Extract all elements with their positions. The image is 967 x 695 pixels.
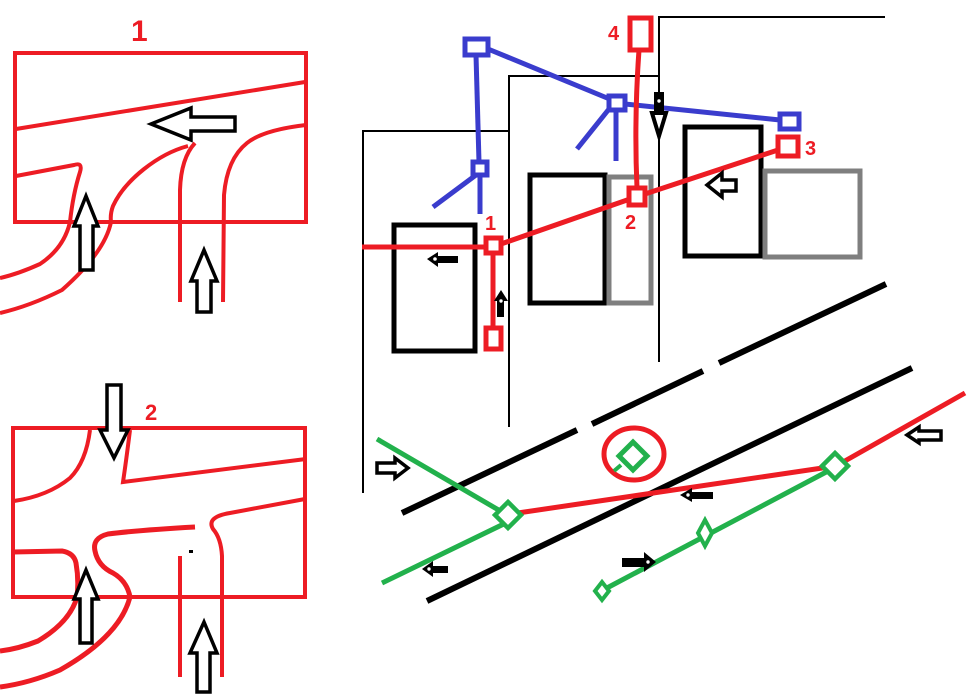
building-black-3 (682, 124, 764, 259)
diamond-marker-icon (695, 515, 715, 551)
diagram1-lane-line-a (178, 141, 197, 302)
diagram1-lane-line-b (221, 123, 307, 303)
diamond-marker-icon (491, 498, 525, 532)
big-up-arrow-icon (188, 245, 220, 314)
blue-node (470, 159, 490, 178)
red-node-2-label: 2 (625, 212, 636, 234)
small-arrows (422, 92, 713, 577)
building-black-1 (391, 222, 478, 354)
stray-mark (189, 550, 193, 553)
diamond-marker-icon (592, 578, 612, 604)
building-gray-2 (762, 168, 863, 260)
blue-link (624, 101, 781, 123)
blue-link (473, 54, 482, 163)
diagram2-lane-curve-topleft (13, 429, 92, 503)
blue-link (431, 172, 478, 210)
red-node-4 (627, 15, 654, 53)
small-left-arrow-icon (680, 488, 713, 502)
big-right-arrow-icon (375, 454, 411, 482)
small-left-arrow-icon (422, 561, 448, 577)
road-edge-top (717, 281, 888, 366)
intersection-diagram-2: 2 (0, 383, 307, 694)
red-node-1 (483, 235, 504, 256)
intersection-diagram-1: 1 (0, 15, 308, 315)
diagram2-lane-curve-topright (120, 429, 307, 485)
small-up-arrow-icon (494, 290, 508, 317)
small-right-arrow-icon (622, 552, 656, 572)
green-route-line (375, 436, 504, 515)
big-left-arrow-icon (146, 105, 237, 143)
red-node-4-label: 4 (608, 23, 620, 45)
red-node-1-label: 1 (485, 213, 496, 235)
road (400, 281, 914, 604)
lot-boundary-line (362, 130, 509, 493)
buildings (391, 124, 863, 354)
blue-node (462, 36, 491, 58)
big-left-arrow-icon (704, 169, 738, 201)
blue-link (487, 46, 613, 103)
diagram2-lane-hook-mid (0, 524, 196, 690)
diamond-marker-icon (818, 449, 852, 483)
green-route-line (380, 517, 514, 586)
lot-boundaries (362, 16, 885, 493)
big-down-arrow-icon (97, 383, 131, 462)
red-link (644, 147, 779, 197)
green-route-line (603, 467, 832, 592)
building-black-2 (527, 172, 608, 306)
diagram2-lane-hook-right (209, 497, 306, 677)
diagram2-label: 2 (145, 400, 157, 425)
blue-link (575, 107, 611, 151)
road-edge-bottom (425, 365, 914, 604)
small-left-arrow-icon (427, 252, 458, 267)
green-routes (375, 436, 852, 604)
red-link (633, 49, 642, 189)
diagram2-border (11, 426, 307, 599)
red-node-2 (626, 185, 648, 208)
diagram1-road-edge (15, 80, 306, 131)
lot-boundary-line (508, 75, 659, 427)
road-edge-top (590, 368, 705, 427)
diagram1-border (13, 51, 308, 224)
lot-boundary-line (658, 16, 885, 362)
big-up-arrow-icon (71, 565, 101, 645)
blue-network (431, 36, 802, 214)
big-up-arrow-icon (71, 191, 101, 272)
small-down-arrow-icon (649, 92, 669, 143)
red-node-below-1 (483, 325, 504, 352)
diagram1-lane-curve-mid (0, 144, 189, 315)
diamond-marker-tail (612, 463, 623, 473)
highlight-circle-icon (601, 425, 667, 483)
big-up-arrow-icon (187, 617, 220, 694)
diagram1-label: 1 (131, 15, 148, 48)
diamond-marker-icon (615, 438, 651, 474)
red-link (500, 196, 631, 247)
red-node-3 (775, 134, 801, 159)
red-node-3-label: 3 (805, 138, 816, 160)
map-arrows (375, 169, 943, 482)
road-edge-top (400, 427, 579, 516)
blue-node (606, 93, 628, 113)
big-left-arrow-icon (903, 423, 943, 447)
red-network: 1 2 3 4 (362, 15, 816, 352)
diagram1-lane-curve-left (0, 162, 83, 280)
blue-node (777, 111, 802, 132)
